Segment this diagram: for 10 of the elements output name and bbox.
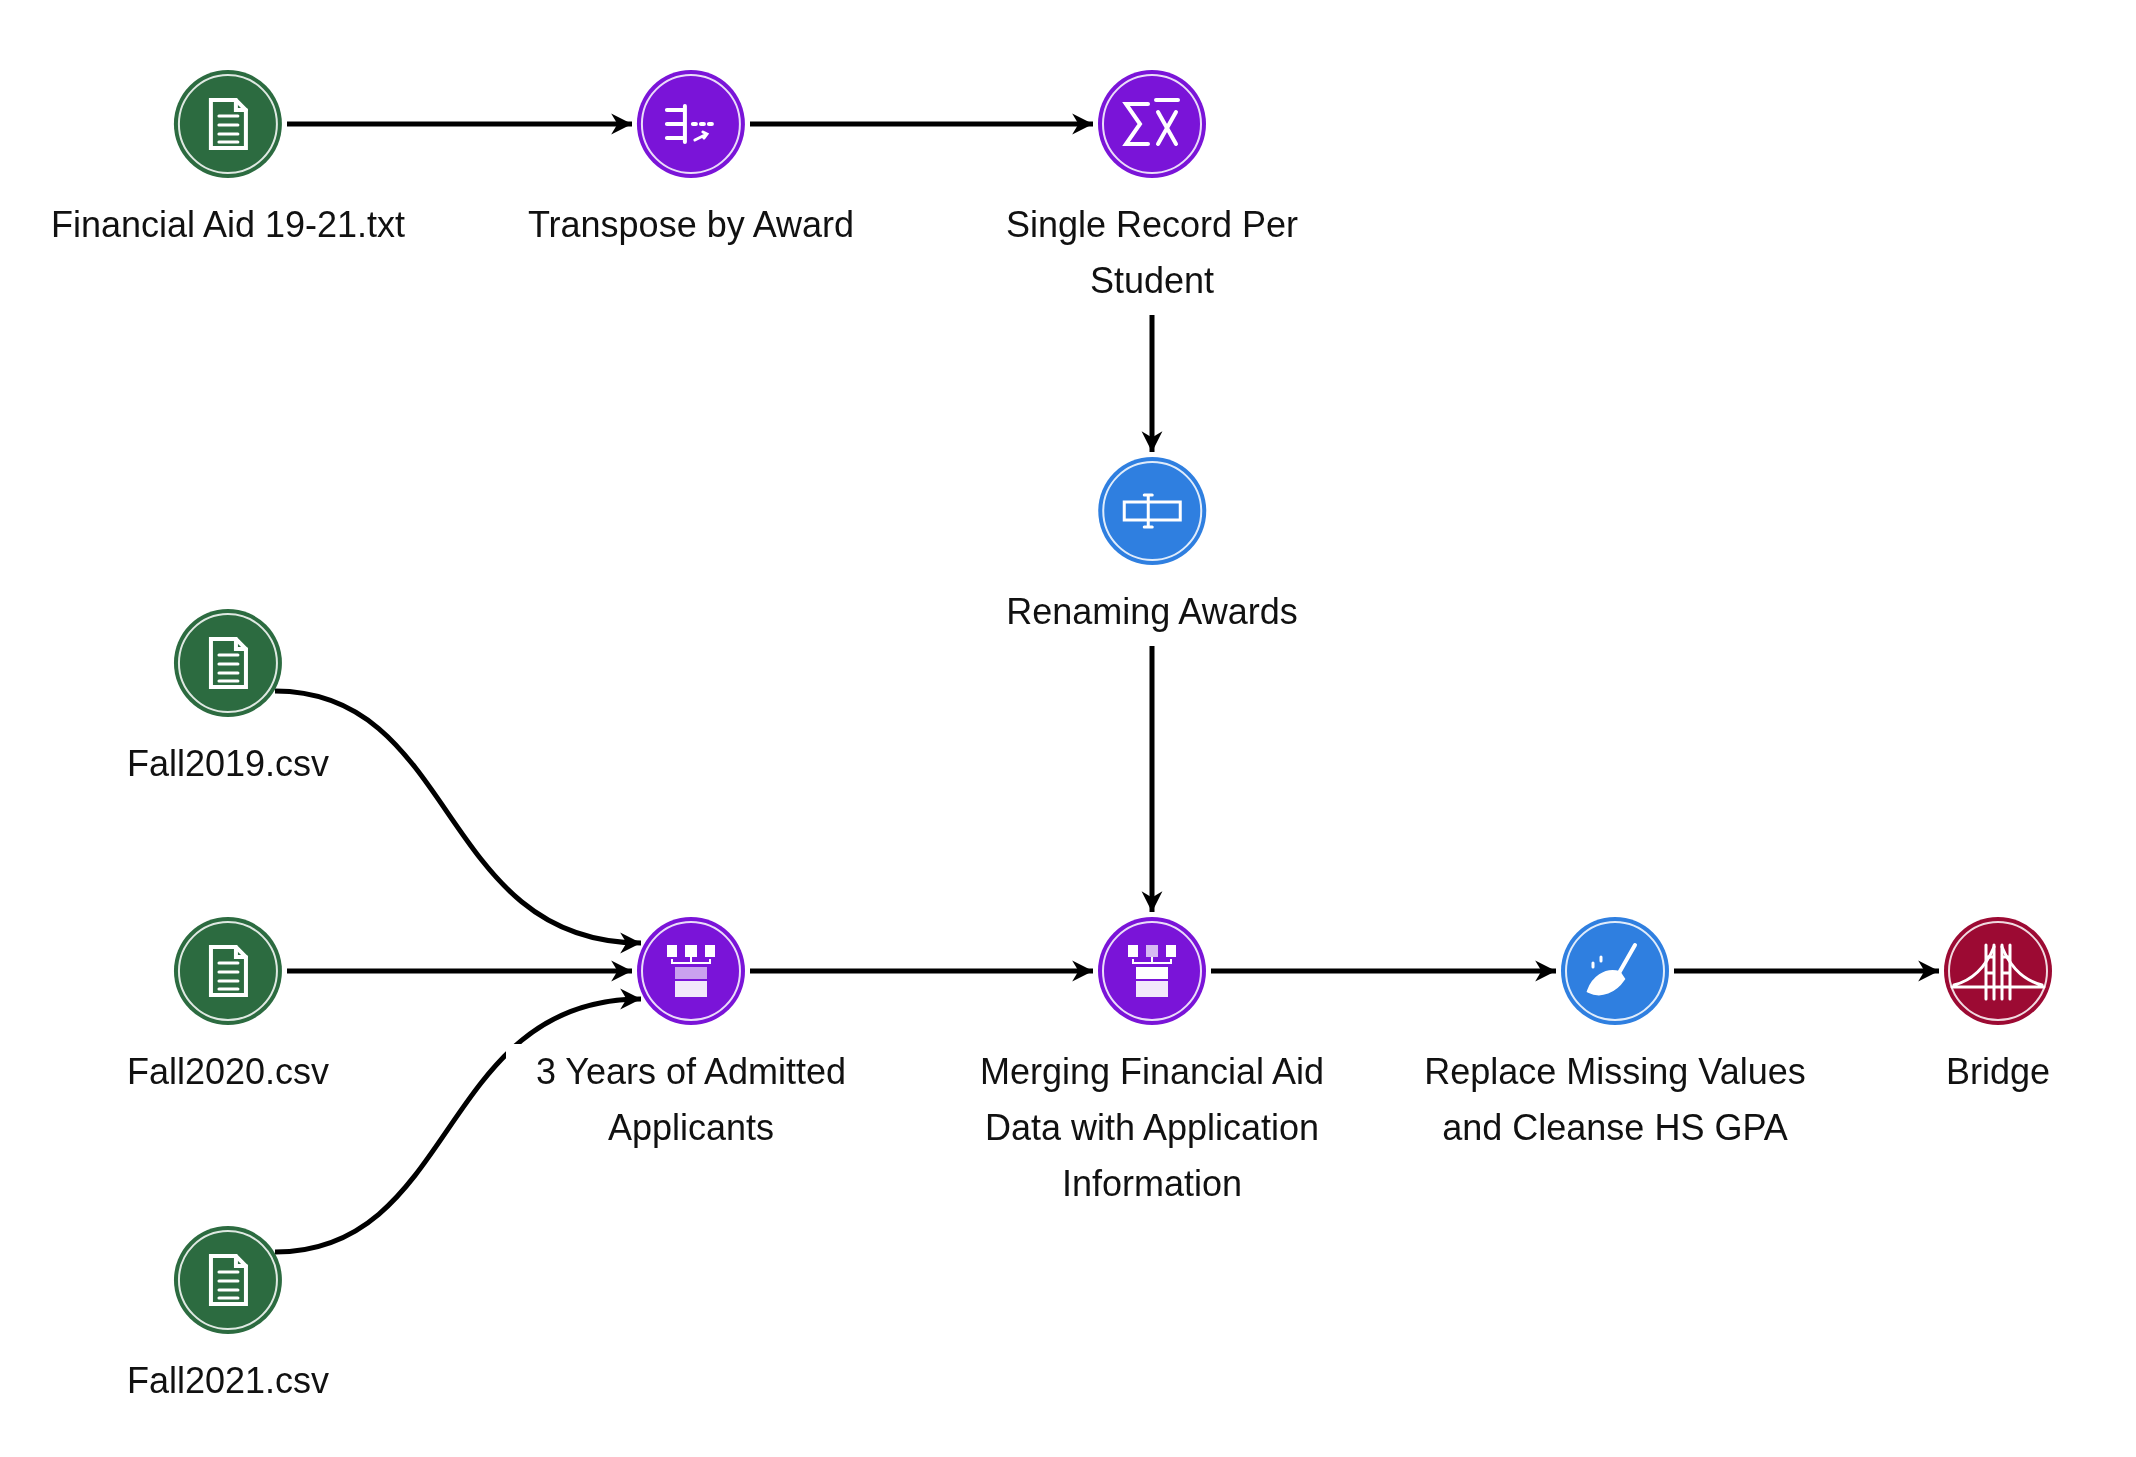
arrow <box>287 113 632 135</box>
arrow <box>1211 960 1556 982</box>
arrow <box>274 688 642 952</box>
arrow <box>1141 646 1163 912</box>
arrow <box>274 990 642 1255</box>
arrow <box>287 960 632 982</box>
arrow <box>1674 960 1939 982</box>
arrow <box>750 960 1093 982</box>
arrow <box>1141 315 1163 452</box>
arrow <box>750 113 1093 135</box>
